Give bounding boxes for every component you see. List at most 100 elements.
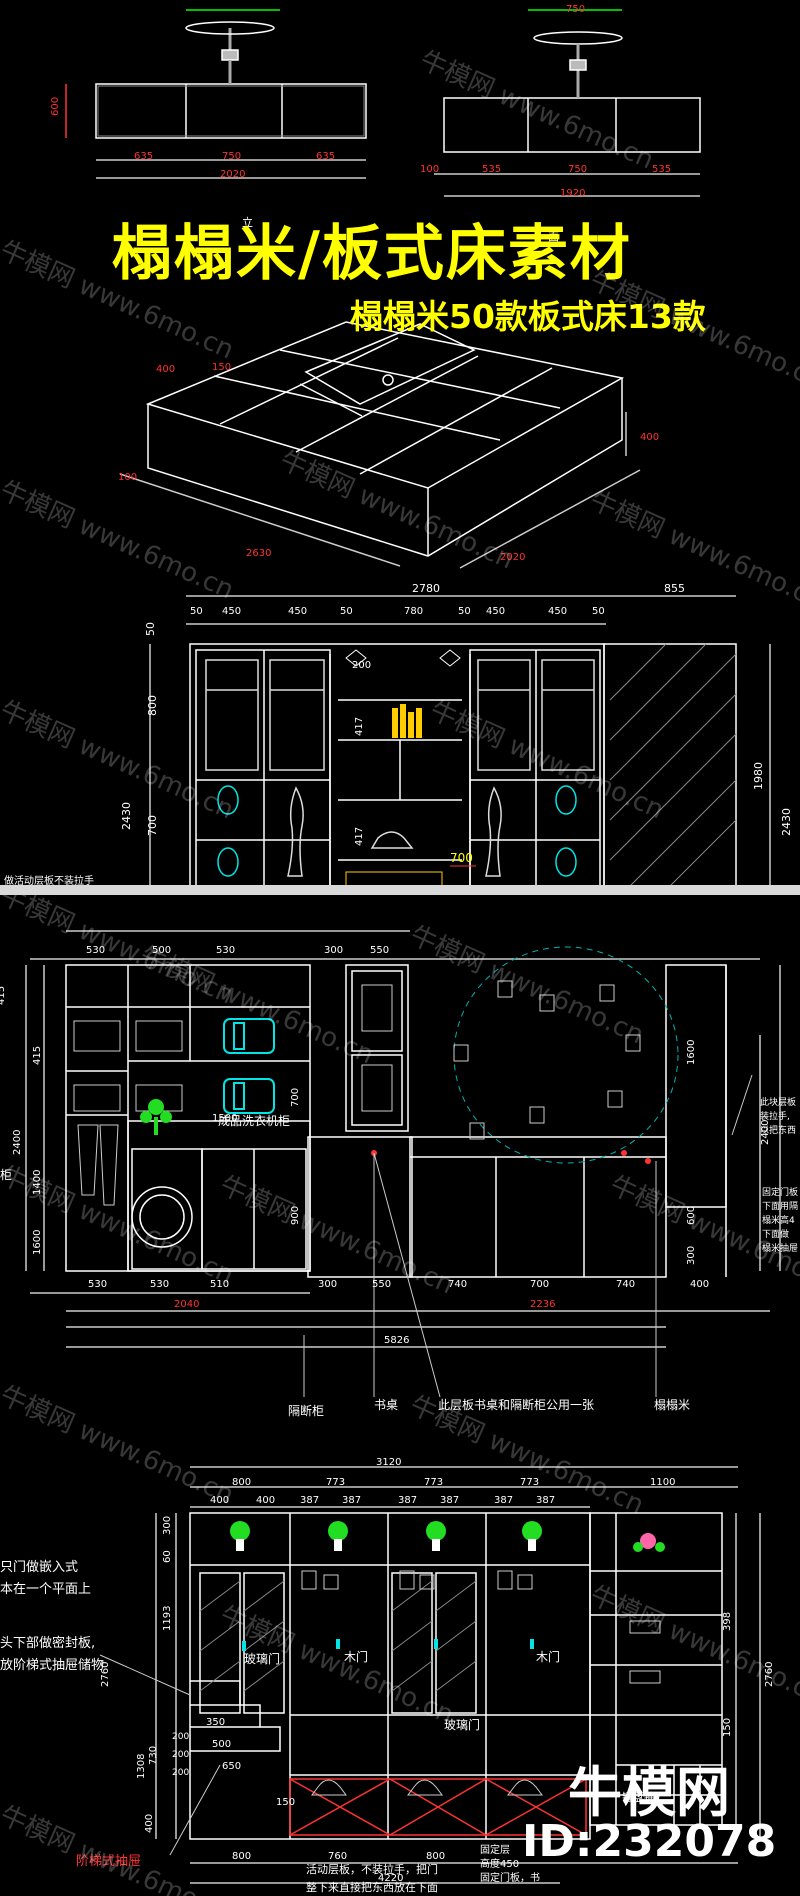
dim-text: 535 <box>652 164 671 175</box>
dim-text: 200 <box>352 660 371 671</box>
dim-text: 500 <box>212 1739 231 1750</box>
dim-text: 635 <box>134 151 153 162</box>
photo-frames <box>453 980 641 1140</box>
dim-text: 387 <box>300 1495 319 1506</box>
dim-text: 600 <box>686 1206 697 1225</box>
dim-text: 450 <box>288 606 307 617</box>
right-note: 下面用隔 <box>762 1201 798 1212</box>
dim-text: 400 <box>690 1279 709 1290</box>
banner-title: 榻榻米/板式床素材 <box>112 219 632 289</box>
dim-text: 50 <box>144 622 157 636</box>
dim-text: 300 <box>686 1246 697 1265</box>
dim-text: 550 <box>370 945 389 956</box>
dim-text: 387 <box>398 1495 417 1506</box>
dim-text: 415 <box>0 986 7 1005</box>
dim-text: 700 <box>530 1279 549 1290</box>
callout-leaders <box>303 1074 753 1398</box>
folded-towels <box>223 1018 275 1114</box>
right-note: 固定门板 <box>762 1186 798 1198</box>
dim-text: 750 <box>568 164 587 175</box>
dim-text: 417 <box>354 717 365 736</box>
drawer-label: 键盘抽 <box>622 1790 655 1804</box>
dim-text: 730 <box>148 1746 159 1765</box>
dim-text: 2760 <box>100 1662 111 1687</box>
drawer-highlight <box>345 871 443 885</box>
dim-text: 773 <box>520 1477 539 1488</box>
dim-text: 1980 <box>752 762 765 790</box>
ornament-books <box>392 704 422 738</box>
dim-text: 60 <box>162 1550 173 1563</box>
right-note: 装拉手, <box>760 1110 790 1122</box>
left-note: 头下部做密封板, <box>0 1635 95 1651</box>
marker-dot <box>621 1150 627 1156</box>
dim-text: 700 <box>450 851 473 865</box>
dim-text: 855 <box>664 582 685 595</box>
dim-text: 635 <box>316 151 335 162</box>
flower-pot <box>633 1533 665 1552</box>
top-view-right <box>434 9 701 197</box>
small-label: 立 <box>242 215 253 229</box>
dim-text: 1308 <box>136 1754 147 1779</box>
dim-text: 780 <box>404 606 423 617</box>
dim-text: 300 <box>324 945 343 956</box>
ornament-badge <box>345 649 367 667</box>
potted-plants <box>230 1521 542 1551</box>
callout-partition: 隔断柜 <box>288 1403 324 1418</box>
dim-text: 400 <box>156 364 175 375</box>
dim-text: 500 <box>152 945 171 956</box>
right-note: 榻米高4 <box>762 1214 795 1226</box>
dim-text: 415 <box>32 1046 43 1065</box>
dim-text: 800 <box>232 1477 251 1488</box>
dim-text: 5826 <box>384 1335 409 1346</box>
dim-text: 800 <box>232 1851 251 1862</box>
dim-text: 387 <box>536 1495 555 1506</box>
dim-text: 100 <box>420 164 439 175</box>
elevation-1-cabinet <box>149 595 771 885</box>
dim-text: 530 <box>88 1279 107 1290</box>
ornament-badge <box>439 649 461 667</box>
door-label: 木门 <box>344 1649 368 1664</box>
dim-text: 2040 <box>174 1299 199 1310</box>
dim-text: 2400 <box>12 1130 23 1155</box>
dim-text: 530 <box>216 945 235 956</box>
leader-line <box>99 1654 191 1696</box>
dim-text: 700 <box>290 1088 301 1107</box>
dim-text: 2630 <box>246 548 271 559</box>
edge-label: 柜 <box>0 1168 12 1182</box>
washer-label: 成品洗衣机柜 <box>218 1113 290 1128</box>
dim-text: 740 <box>448 1279 467 1290</box>
left-note: 本在一个平面上 <box>0 1582 91 1597</box>
glass-hatch <box>199 1580 477 1692</box>
shelf-frames <box>301 1570 661 1796</box>
isometric-tatami <box>119 321 641 569</box>
right-note: 此块层板 <box>760 1096 796 1108</box>
dim-text: 450 <box>222 606 241 617</box>
drawing-top-views-and-elevation: 635 750 635 2020 600 750 100 535 750 535… <box>4 4 793 885</box>
dim-text: 387 <box>440 1495 459 1506</box>
dim-text: 1600 <box>32 1230 43 1255</box>
elevation-2-cabinets <box>25 930 781 1348</box>
dim-text: 510 <box>210 1279 229 1290</box>
dim-text: 1400 <box>32 1170 43 1195</box>
dim-text: 800 <box>146 695 159 716</box>
dim-text: 50 <box>592 606 605 617</box>
dim-text: 4220 <box>378 1873 403 1884</box>
folded-clothes <box>73 984 393 1112</box>
dim-text: 2400 <box>760 1120 771 1145</box>
plant-icon <box>140 1099 172 1135</box>
dim-text: 350 <box>206 1717 225 1728</box>
small-note: 高度450 <box>480 1857 519 1870</box>
dim-text: 800 <box>426 1851 445 1862</box>
dim-text: 740 <box>616 1279 635 1290</box>
dim-text: 50 <box>340 606 353 617</box>
door-label: 玻璃门 <box>444 1717 480 1732</box>
dim-text: 50 <box>190 606 203 617</box>
dim-text: 150 <box>212 362 231 373</box>
left-note: 只门做嵌入式 <box>0 1560 78 1575</box>
ornament-vases <box>217 785 577 877</box>
callout-shared-board: 此层板书桌和隔断柜公用一张 <box>438 1397 594 1412</box>
dim-text: 2760 <box>764 1662 775 1687</box>
ornament-statues <box>287 786 502 877</box>
